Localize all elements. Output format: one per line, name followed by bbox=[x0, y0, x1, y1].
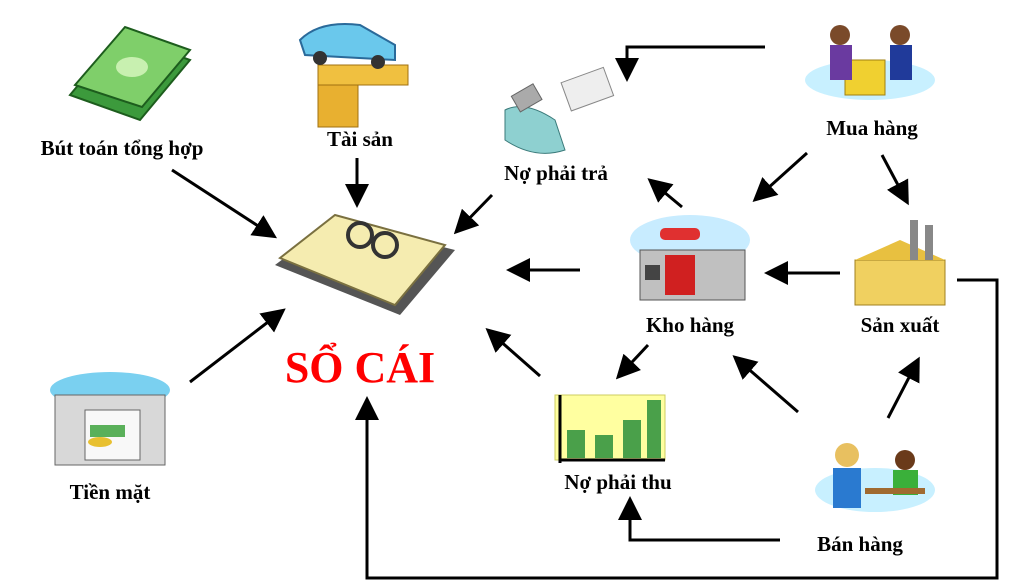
ledger-book-icon bbox=[275, 213, 455, 315]
node-label-but-toan: Bút toán tổng hợp bbox=[40, 136, 204, 160]
arrow-muahang-nophaitra bbox=[615, 45, 765, 82]
money-stack-icon bbox=[68, 25, 192, 122]
bills-paper-icon bbox=[504, 66, 615, 154]
node-label-san-xuat: Sản xuất bbox=[860, 313, 940, 337]
node-label-ban-hang: Bán hàng bbox=[817, 532, 903, 556]
node-label-kho-hang: Kho hàng bbox=[645, 313, 735, 337]
car-desk-icon bbox=[298, 23, 409, 128]
arrow-banhang-sanxuat bbox=[886, 356, 920, 419]
ledger-title: SỔ CÁI bbox=[284, 343, 436, 392]
arrow-khohang-nophaitra bbox=[647, 178, 683, 209]
factory-icon bbox=[854, 220, 946, 306]
arrow-muahang-sanxuat bbox=[880, 154, 909, 206]
arrow-nophaithu-socai bbox=[485, 328, 541, 378]
node-label-no-phai-tra: Nợ phải trả bbox=[504, 161, 608, 185]
purchase-handshake-icon bbox=[805, 25, 935, 100]
arrow-banhang-khohang bbox=[732, 355, 799, 414]
arrow-buttoan-socai bbox=[171, 168, 278, 239]
bank-icon bbox=[50, 372, 170, 466]
arrow-nophaitra-socai bbox=[453, 193, 494, 235]
arrow-tienmat-socai bbox=[189, 308, 286, 384]
node-label-mua-hang: Mua hàng bbox=[826, 116, 918, 140]
arrow-sanxuat-socai bbox=[355, 278, 999, 580]
arrow-khohang-nophaithu bbox=[615, 343, 650, 380]
node-label-tien-mat: Tiền mặt bbox=[69, 480, 151, 504]
arrow-banhang-nophaithu bbox=[618, 496, 780, 542]
arrow-muahang-khohang bbox=[752, 151, 809, 203]
node-label-no-phai-thu: Nợ phải thu bbox=[564, 470, 672, 494]
growth-chart-icon bbox=[554, 394, 666, 463]
node-label-tai-san: Tài sản bbox=[327, 127, 393, 151]
warehouse-icon bbox=[630, 215, 750, 301]
sales-people-icon bbox=[815, 443, 935, 512]
